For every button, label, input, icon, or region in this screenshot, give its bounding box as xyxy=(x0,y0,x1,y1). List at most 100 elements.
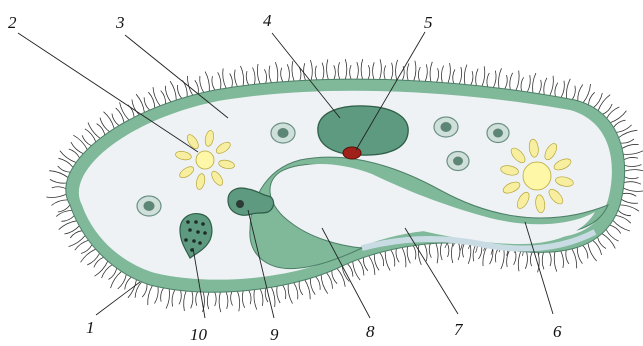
cilium xyxy=(441,66,443,83)
cilium xyxy=(425,64,427,81)
cilium xyxy=(264,69,266,83)
cilium xyxy=(71,142,83,154)
cilium xyxy=(525,252,527,269)
waste-particle xyxy=(186,220,190,224)
cilium xyxy=(52,187,66,189)
cilium xyxy=(624,157,638,159)
cilium xyxy=(462,243,464,257)
cilium xyxy=(327,273,333,289)
cilium xyxy=(602,234,615,249)
cilium xyxy=(95,261,108,276)
cilium xyxy=(116,108,124,123)
label-9: 9 xyxy=(270,325,279,344)
cilium xyxy=(493,71,496,88)
label-3: 3 xyxy=(115,13,125,32)
cilium xyxy=(527,75,530,92)
cilium xyxy=(593,240,602,255)
cilium xyxy=(332,271,337,284)
cilium xyxy=(345,59,347,79)
cilium xyxy=(310,60,312,80)
cilium xyxy=(310,278,315,294)
cilium xyxy=(321,275,328,294)
cilium xyxy=(380,59,382,79)
cilium xyxy=(495,249,498,263)
cilium xyxy=(200,76,204,93)
cilium xyxy=(476,69,478,86)
cilium xyxy=(487,73,489,87)
cilium xyxy=(249,290,251,304)
cilium xyxy=(100,118,110,132)
cilium xyxy=(207,292,209,309)
cilium xyxy=(170,81,176,100)
cilium xyxy=(246,71,248,85)
cilium xyxy=(166,289,169,309)
cilium xyxy=(505,75,508,89)
cilium xyxy=(459,67,461,84)
cilium xyxy=(473,245,476,262)
cilium xyxy=(625,165,642,167)
cilium xyxy=(218,72,221,89)
cilium xyxy=(623,193,637,196)
cilium xyxy=(533,73,536,93)
cilium xyxy=(479,245,482,259)
cilium xyxy=(61,216,74,222)
cilium xyxy=(277,286,280,303)
waste-particle xyxy=(188,228,192,232)
cilium xyxy=(184,291,187,311)
cilium xyxy=(337,268,345,286)
cilium xyxy=(52,200,68,206)
cilium xyxy=(64,226,79,234)
cilium xyxy=(436,243,438,263)
cilium xyxy=(437,68,439,82)
cilium xyxy=(577,247,582,263)
cilium xyxy=(598,95,610,111)
cilium xyxy=(73,135,87,149)
cilium xyxy=(358,260,364,276)
cilium xyxy=(81,249,96,262)
cilium xyxy=(385,251,390,270)
cilium xyxy=(238,291,240,311)
cilium xyxy=(148,92,154,108)
cilium xyxy=(196,292,198,306)
cilium xyxy=(451,243,453,263)
food-vacuole xyxy=(434,117,458,137)
cilium xyxy=(347,264,353,277)
waste-particle xyxy=(201,222,205,226)
food-vacuole xyxy=(271,123,295,143)
cilium xyxy=(305,280,310,299)
cilium xyxy=(373,62,375,79)
cilium xyxy=(510,73,513,90)
cilium xyxy=(413,246,416,260)
cilium xyxy=(539,80,542,94)
cilium xyxy=(357,62,359,79)
cilium xyxy=(353,262,360,281)
label-1: 1 xyxy=(86,318,95,337)
label-7: 7 xyxy=(454,320,464,339)
cilium xyxy=(212,76,215,90)
label-10: 10 xyxy=(190,325,208,344)
cilium xyxy=(550,76,554,96)
cilium xyxy=(257,64,260,84)
cilium xyxy=(572,249,577,268)
cilium xyxy=(56,210,72,216)
food-vacuole xyxy=(447,152,469,171)
cilium xyxy=(269,66,271,83)
cilium xyxy=(205,72,209,92)
cilium xyxy=(102,265,113,278)
cilium xyxy=(613,220,630,231)
cilium xyxy=(369,256,375,275)
cilium xyxy=(299,281,303,295)
cilium xyxy=(625,177,639,179)
cilium xyxy=(177,85,181,98)
cilium xyxy=(315,66,317,80)
cilium xyxy=(112,114,119,126)
cilium xyxy=(396,60,398,80)
cilium xyxy=(620,205,639,211)
cilium xyxy=(59,221,77,230)
cilium xyxy=(482,66,485,86)
label-6: 6 xyxy=(553,322,562,341)
cilium xyxy=(294,283,298,300)
cilium xyxy=(87,253,99,265)
cilium xyxy=(226,292,228,309)
cilium xyxy=(50,179,67,183)
